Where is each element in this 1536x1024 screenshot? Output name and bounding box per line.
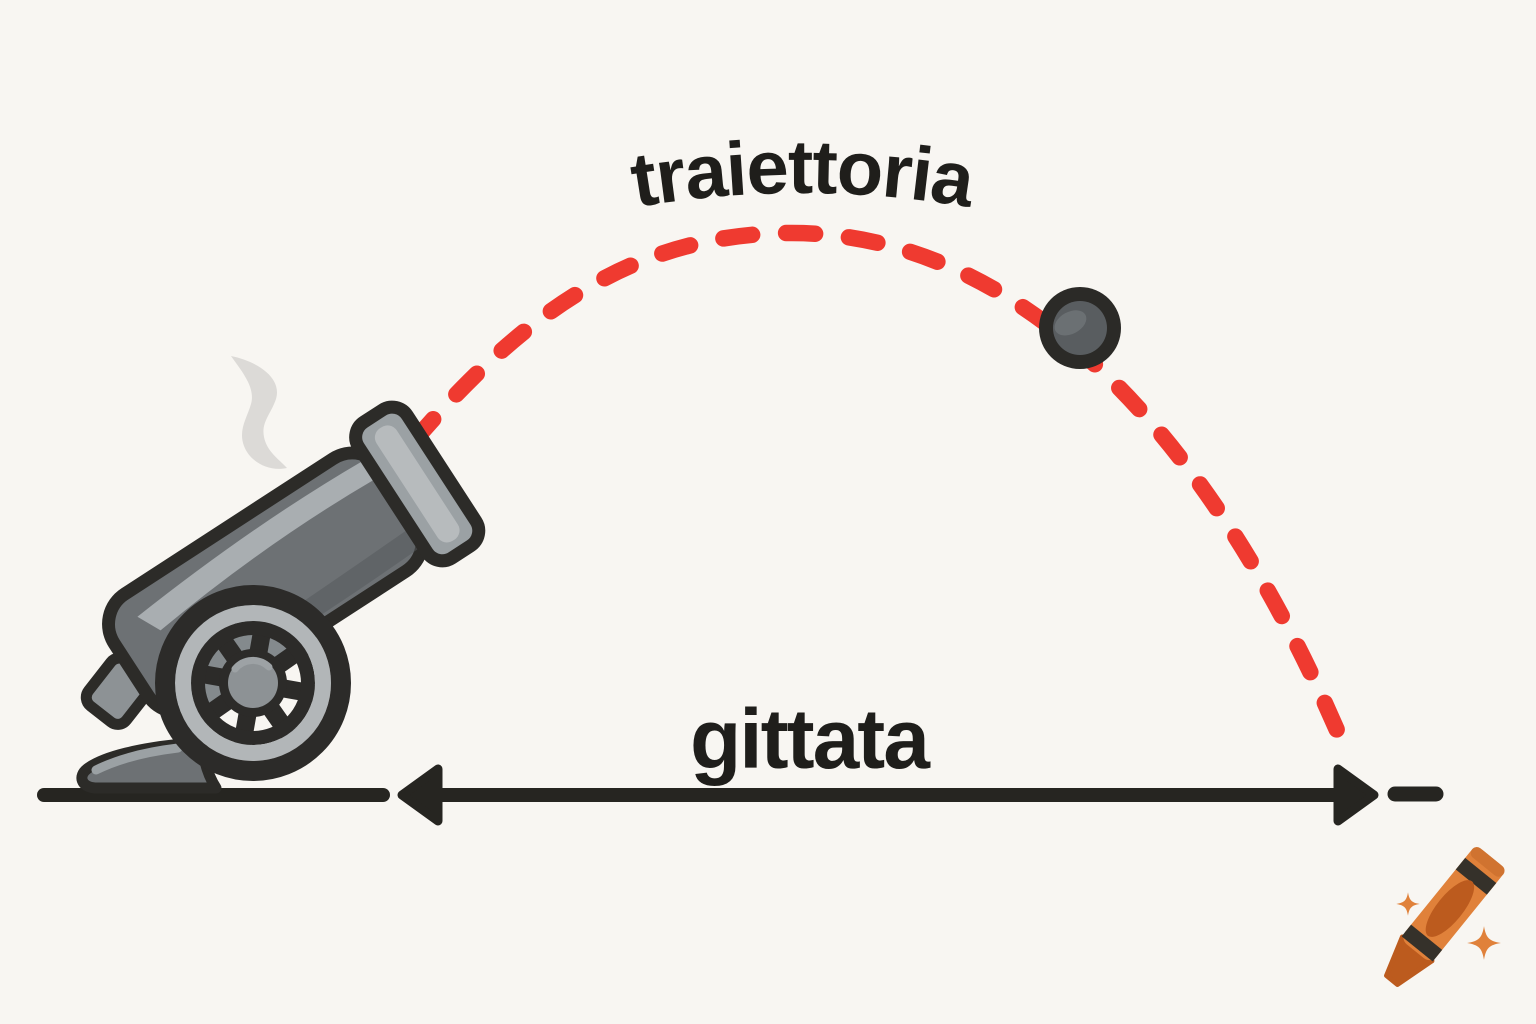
trajectory-label: traiettoria [625,125,982,224]
smoke-icon [231,356,287,469]
range-arrow [397,764,1379,826]
sparkle-icon [1467,926,1501,960]
crayon-watermark [1384,847,1505,987]
cannon-wheel [155,585,351,781]
trajectory-title: traiettoria [625,125,980,224]
arrowhead-right-icon [1333,764,1379,826]
cannon-icon [76,400,486,794]
sparkle-icon [1396,892,1420,916]
cannonball-icon [1039,287,1121,369]
range-label: gittata [690,692,931,786]
ground-line [37,786,1444,802]
arrowhead-left-icon [397,764,443,826]
crayon-icon [1384,847,1505,987]
trajectory-path [405,224,1357,765]
